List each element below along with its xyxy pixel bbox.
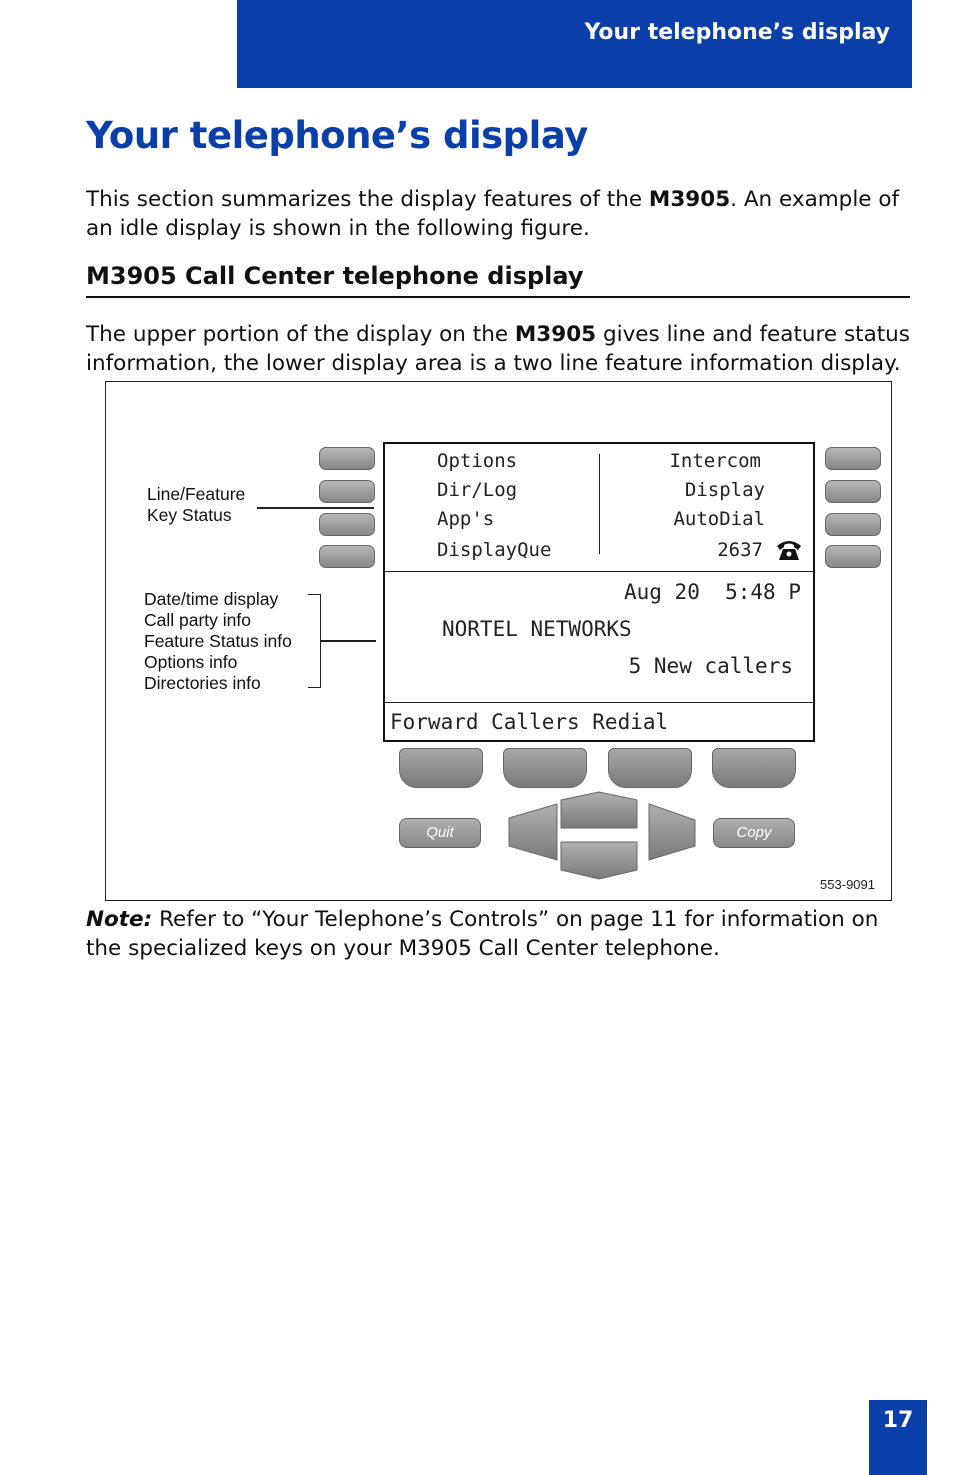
lcd-label-apps: App's: [437, 508, 495, 530]
callout-info-list: Date/time display Call party info Featur…: [144, 589, 292, 694]
running-header: Your telephone’s display: [584, 20, 891, 45]
soft-key-4[interactable]: [712, 748, 796, 788]
callout-info-4: Options info: [144, 652, 238, 672]
desc-text-2: gives line and feature status informatio…: [86, 322, 911, 376]
header-bar: Your telephone’s display: [237, 0, 912, 88]
screen-divider-upper: [385, 571, 813, 572]
lcd-label-intercom: Intercom: [669, 450, 761, 472]
page-title: Your telephone’s display: [86, 114, 588, 157]
lcd-label-autodial: AutoDial: [673, 508, 765, 530]
phone-display-figure: Line/Feature Key Status Date/time displa…: [105, 381, 892, 901]
line-key-1[interactable]: [319, 447, 375, 470]
soft-key-2[interactable]: [503, 748, 587, 788]
note-label: Note:: [86, 907, 153, 932]
intro-model: M3905: [648, 187, 731, 212]
line-key-6[interactable]: [825, 480, 881, 503]
nav-down-key[interactable]: [560, 841, 638, 880]
line-key-5[interactable]: [825, 447, 881, 470]
lcd-label-displayque: DisplayQue: [437, 539, 552, 561]
quit-button[interactable]: Quit: [399, 818, 481, 848]
lcd-label-dirlog: Dir/Log: [437, 479, 518, 501]
line-key-3[interactable]: [319, 513, 375, 536]
lcd-screen: Options Dir/Log App's DisplayQue Interco…: [383, 442, 815, 742]
callout-info-leader: [321, 640, 376, 642]
lcd-caller: NORTEL NETWORKS: [442, 617, 632, 641]
callout-info-3: Feature Status info: [144, 631, 292, 651]
lcd-label-extension: 2637: [717, 539, 763, 561]
telephone-icon: [777, 541, 801, 560]
nav-left-key[interactable]: [508, 803, 558, 861]
screen-divider-vertical: [599, 454, 600, 554]
line-key-8[interactable]: [825, 545, 881, 568]
lcd-label-display: Display: [684, 479, 765, 501]
line-key-2[interactable]: [319, 480, 375, 503]
page-number-box: 17: [869, 1400, 927, 1475]
lcd-softkey-labels: Forward Callers Redial: [390, 710, 669, 734]
soft-key-1[interactable]: [399, 748, 483, 788]
desc-model: M3905: [514, 322, 597, 347]
soft-key-3[interactable]: [608, 748, 692, 788]
intro-text-1: This section summarizes the display feat…: [86, 187, 649, 212]
lcd-label-options: Options: [437, 450, 518, 472]
lcd-datetime: Aug 20 5:48 P: [623, 580, 801, 604]
callout-line-feature: Line/Feature Key Status: [147, 484, 245, 526]
callout-line-feature-leader: [257, 507, 374, 509]
line-key-7[interactable]: [825, 513, 881, 536]
line-key-4[interactable]: [319, 545, 375, 568]
desc-text-1: The upper portion of the display on the: [86, 322, 515, 347]
nav-right-key[interactable]: [648, 803, 696, 861]
callout-info-1: Date/time display: [144, 589, 279, 609]
callout-line-feature-1: Line/Feature: [147, 484, 246, 504]
note-paragraph: Note: Refer to “Your Telephone’s Control…: [86, 905, 912, 963]
nav-up-key[interactable]: [560, 791, 638, 829]
intro-paragraph: This section summarizes the display feat…: [86, 185, 912, 243]
copy-button[interactable]: Copy: [713, 818, 795, 848]
lcd-status: 5 New callers: [628, 654, 793, 678]
intro-text-2: . An example of an idle display is shown…: [86, 187, 900, 241]
description-paragraph: The upper portion of the display on the …: [86, 320, 912, 378]
callout-info-2: Call party info: [144, 610, 251, 630]
callout-info-5: Directories info: [144, 673, 261, 693]
callout-line-feature-2: Key Status: [147, 505, 232, 525]
screen-divider-lower: [385, 702, 813, 703]
callout-info-bracket: [308, 594, 321, 688]
section-heading: M3905 Call Center telephone display: [86, 262, 910, 298]
note-text: Refer to “Your Telephone’s Controls” on …: [86, 907, 879, 961]
page-number: 17: [882, 1408, 914, 1433]
figure-code: 553-9091: [820, 877, 875, 892]
navigation-cluster: [508, 791, 696, 880]
